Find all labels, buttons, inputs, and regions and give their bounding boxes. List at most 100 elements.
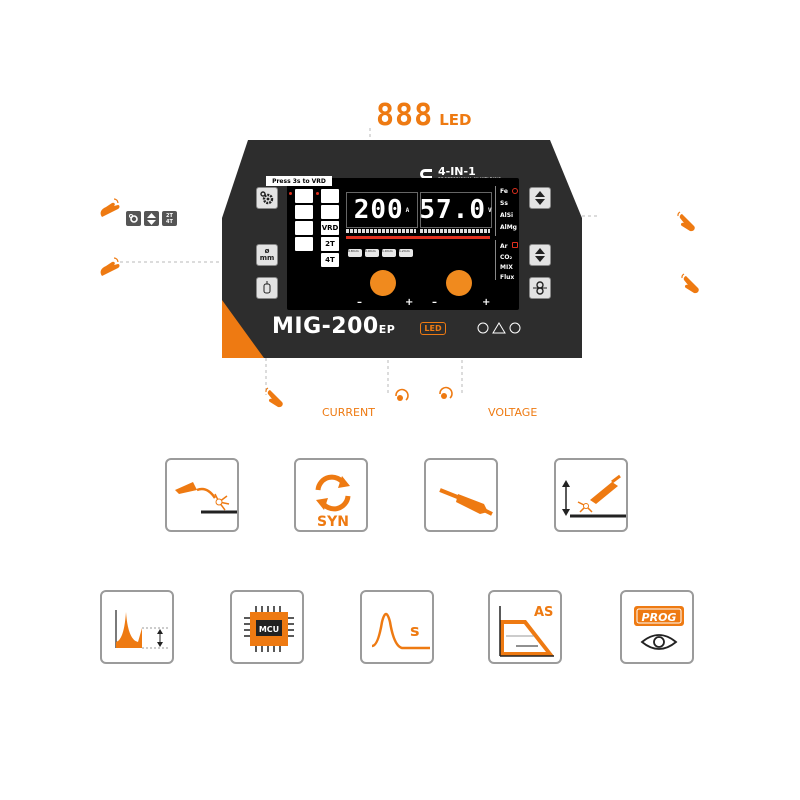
feature-mig-welding bbox=[165, 458, 239, 532]
lift-tig-icon bbox=[562, 474, 626, 518]
process-mig-icon bbox=[321, 189, 339, 203]
voltage-bargraph bbox=[420, 229, 490, 233]
material-alsi: AlSi bbox=[500, 212, 514, 219]
gas-flux: Flux bbox=[500, 274, 515, 281]
inductance-icon bbox=[263, 281, 271, 294]
diameter-unit: mm bbox=[259, 254, 275, 262]
feature-arc-force bbox=[100, 590, 174, 664]
diameter-symbol: ø bbox=[264, 247, 270, 255]
material-almg: AlMg bbox=[500, 224, 517, 231]
anti-stick-icon: AS bbox=[499, 605, 554, 657]
as-label: AS bbox=[534, 605, 553, 620]
voltage-knob[interactable] bbox=[446, 270, 472, 296]
mig-welding-icon bbox=[175, 482, 237, 514]
mcu-icon: MCU bbox=[244, 606, 294, 652]
mode-vrd: VRD bbox=[321, 221, 339, 235]
current-callout: CURRENT bbox=[322, 406, 375, 419]
current-bargraph bbox=[346, 229, 416, 233]
touch-hand-icon bbox=[100, 198, 120, 217]
process-icon-b bbox=[295, 205, 313, 219]
voltage-minus: – bbox=[432, 297, 437, 308]
current-display: 200 A bbox=[346, 192, 418, 228]
model-suffix: EP bbox=[378, 323, 396, 336]
gear-icon bbox=[126, 211, 141, 226]
up-down-icon bbox=[144, 211, 159, 226]
gas-indicator bbox=[512, 242, 518, 248]
gas-mix: MIX bbox=[500, 264, 513, 271]
legend-2t: 2T bbox=[166, 212, 173, 219]
feature-stick bbox=[424, 458, 498, 532]
certification-icons bbox=[477, 322, 521, 334]
voltage-display: 57.0 V bbox=[419, 192, 493, 228]
screen-divider bbox=[495, 240, 496, 280]
wave-label: s bbox=[410, 621, 420, 640]
mode-2t: 2T bbox=[321, 237, 339, 251]
vrd-hint: Press 3s to VRD bbox=[266, 176, 332, 186]
current-knob[interactable] bbox=[370, 270, 396, 296]
feature-synergic: SYN bbox=[294, 458, 368, 532]
material-indicator bbox=[512, 188, 518, 194]
wire-size-pill: 1.0mm bbox=[382, 249, 396, 257]
rotate-hand-icon bbox=[439, 386, 453, 399]
current-minus: – bbox=[357, 297, 362, 308]
gear-icon bbox=[260, 191, 274, 205]
led-caption: 888 LED bbox=[376, 98, 471, 133]
legend-4t: 4T bbox=[166, 218, 173, 225]
syn-label: SYN bbox=[317, 514, 349, 530]
voltage-callout: VOLTAGE bbox=[488, 406, 538, 419]
screen-divider bbox=[495, 186, 496, 236]
touch-hand-icon bbox=[677, 211, 695, 232]
brand-logo-icon bbox=[420, 169, 432, 179]
gas-ar: Ar bbox=[500, 243, 508, 250]
rotate-hand-icon bbox=[395, 388, 409, 401]
material-select-button[interactable] bbox=[529, 187, 551, 209]
brand-name: 4-IN-1 bbox=[438, 165, 476, 178]
wire-size-pill: 0.9mm bbox=[365, 249, 379, 257]
voltage-plus: + bbox=[482, 297, 491, 308]
process-icon-a bbox=[295, 189, 313, 203]
voltage-value: 57.0 bbox=[419, 195, 486, 225]
wire-size-pill: 1.2mm bbox=[399, 249, 413, 257]
indicator-led bbox=[316, 192, 319, 195]
process-icon-c bbox=[295, 221, 313, 235]
wire-feed-icon bbox=[533, 281, 547, 295]
wire-feed-button[interactable] bbox=[529, 277, 551, 299]
feature-program: PROG bbox=[620, 590, 694, 664]
material-ss: Ss bbox=[500, 200, 508, 207]
current-unit: A bbox=[405, 206, 411, 214]
process-icon-d bbox=[295, 237, 313, 251]
touch-hand-icon bbox=[681, 273, 699, 294]
model-name: MIG-200EP bbox=[272, 314, 395, 339]
gas-select-button[interactable] bbox=[529, 244, 551, 266]
setting-button[interactable] bbox=[256, 187, 278, 209]
mode-4t: 4T bbox=[321, 253, 339, 267]
voltage-unit: V bbox=[488, 206, 493, 214]
program-view-icon: PROG bbox=[634, 606, 684, 650]
material-fe: Fe bbox=[500, 188, 508, 195]
led-badge: LED bbox=[420, 322, 446, 335]
arc-force-icon bbox=[115, 610, 168, 649]
touch-hand-icon bbox=[100, 257, 120, 276]
feature-mcu: MCU bbox=[230, 590, 304, 664]
feature-waveform: s bbox=[360, 590, 434, 664]
gas-co2: CO₂ bbox=[500, 254, 513, 261]
waveform-icon: s bbox=[371, 612, 430, 650]
touch-hand-icon bbox=[265, 387, 283, 408]
wire-diameter-button[interactable]: ø mm bbox=[256, 244, 278, 266]
current-plus: + bbox=[405, 297, 414, 308]
level-red-bar bbox=[346, 236, 490, 239]
led-digits: 888 bbox=[376, 98, 434, 133]
synergic-icon: SYN bbox=[315, 474, 351, 530]
up-down-icon bbox=[535, 191, 545, 205]
prog-label: PROG bbox=[642, 611, 677, 624]
feature-anti-stick: AS bbox=[488, 590, 562, 664]
current-value: 200 bbox=[353, 195, 404, 225]
process-mma-icon bbox=[321, 205, 339, 219]
up-down-icon bbox=[535, 248, 545, 262]
wire-size-pill: 0.8mm bbox=[348, 249, 362, 257]
led-word: LED bbox=[439, 111, 472, 129]
stick-electrode-icon bbox=[439, 488, 493, 516]
inductance-button[interactable] bbox=[256, 277, 278, 299]
